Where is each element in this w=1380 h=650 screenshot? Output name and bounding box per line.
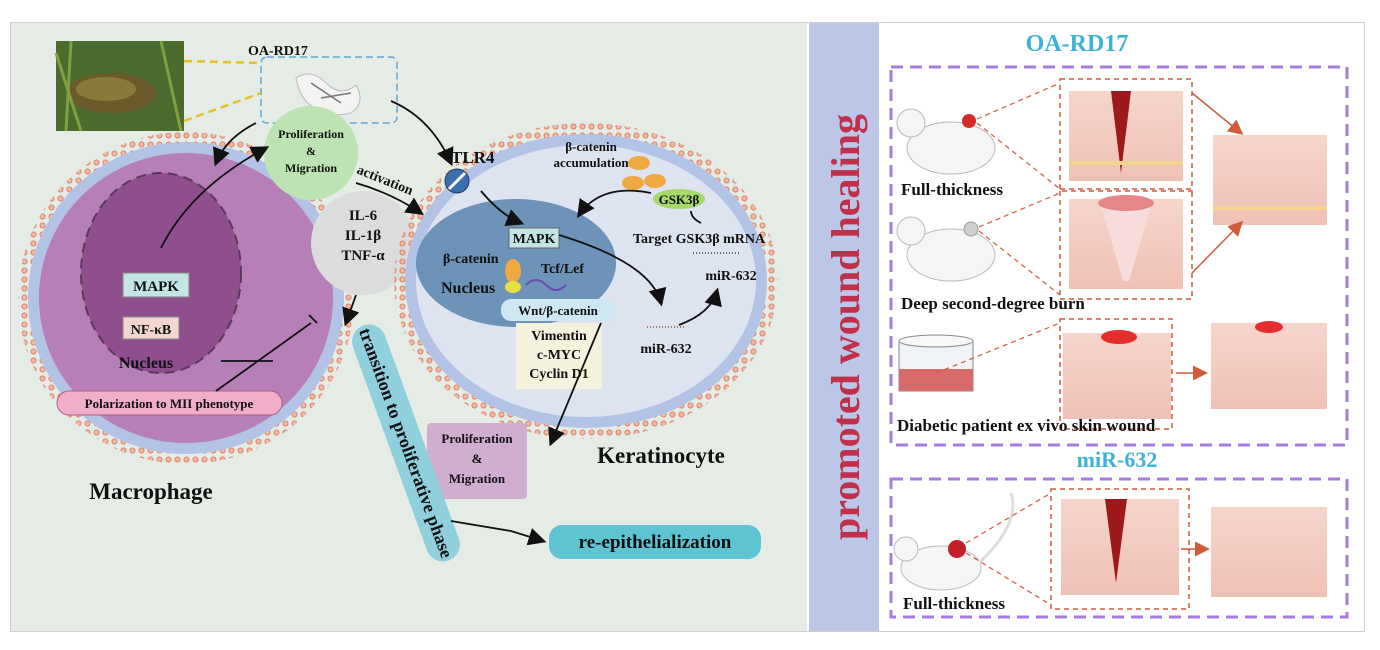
gsk3b-shape <box>653 189 705 209</box>
mir-title: miR-632 <box>1077 447 1158 472</box>
peptide-label: OA-RD17 <box>248 44 308 59</box>
prolif-bottom-line3: Migration <box>449 471 506 486</box>
row3-label: Diabetic patient ex vivo skin wound <box>897 416 1156 435</box>
reepi-label: re-epithelialization <box>579 532 732 553</box>
mir-row-label: Full-thickness <box>903 594 1005 613</box>
wnt-box <box>501 299 615 321</box>
target-mrna-label: Target GSK3β mRNA <box>633 232 766 247</box>
mouse-icon-1 <box>896 108 996 175</box>
prolif-bottom-line2: & <box>472 451 483 466</box>
target-3: Cyclin D1 <box>529 367 589 382</box>
macrophage-nfkb: NF-κB <box>131 323 171 338</box>
proliferation-bottom-box <box>427 423 527 499</box>
oa-title: OA-RD17 <box>1026 31 1129 57</box>
tcflef-label: Tcf/Lef <box>541 262 584 277</box>
bcatenin-dots-icon <box>622 156 666 190</box>
tlr4-label: TLR4 <box>451 148 495 167</box>
gsk3b-label: GSK3β <box>659 192 700 207</box>
skin-block-wound-4 <box>1061 499 1179 595</box>
cytokine-2: IL-1β <box>345 228 381 244</box>
mouse-icon-2 <box>896 216 996 282</box>
skin-block-wound-1 <box>1069 91 1183 181</box>
macrophage-mapk-box <box>122 272 190 298</box>
frog-photo <box>54 40 184 132</box>
mir-bottom-label: miR-632 <box>640 342 691 357</box>
cytokine-circle <box>311 191 415 295</box>
petri-dish-icon <box>898 334 974 392</box>
mir-dashed-box <box>889 477 1349 619</box>
skin-block-healed-1 <box>1213 135 1327 225</box>
polarization-label: Polarization to MII phenotype <box>85 396 254 411</box>
macrophage-label: Macrophage <box>89 479 213 504</box>
mouse-icon-3 <box>893 492 1015 591</box>
bcat-accum-line1: β-catenin <box>565 139 617 154</box>
prolif-bottom-line1: Proliferation <box>441 431 513 446</box>
proliferation-top-circle <box>264 106 358 200</box>
tlr4-receptor-icon <box>444 168 470 194</box>
cytokine-1: IL-6 <box>349 208 378 224</box>
skin-block-healed-4 <box>1211 507 1327 597</box>
target-2: c-MYC <box>537 348 581 363</box>
pathway-arrows <box>160 100 722 546</box>
wnt-label: Wnt/β-catenin <box>518 303 599 318</box>
figure-frame: OA-RD17 MAPK NF-κB Nucleus Polarization … <box>10 22 1365 632</box>
reepi-box <box>549 525 761 559</box>
center-label: promoted wound healing <box>823 114 868 540</box>
keratinocyte-nucleus-label: Nucleus <box>441 280 495 297</box>
row1-label: Full-thickness <box>901 180 1003 199</box>
macrophage-cell <box>18 132 354 464</box>
polarization-box <box>56 390 283 416</box>
tcf-complex-icon <box>505 259 567 293</box>
prolif-top-line3: Migration <box>285 161 337 175</box>
skin-block-wound-3 <box>1063 330 1171 419</box>
bcatenin-label: β-catenin <box>443 252 499 267</box>
row2-label: Deep second-degree burn <box>901 294 1085 313</box>
keratinocyte-label: Keratinocyte <box>597 443 725 468</box>
prolif-top-line2: & <box>306 144 316 158</box>
mir-top-label: miR-632 <box>705 269 756 284</box>
bcat-accum-line2: accumulation <box>553 155 629 170</box>
cytokine-3: TNF-α <box>341 248 385 264</box>
macrophage-nfkb-box <box>122 316 180 340</box>
skin-block-wound-2 <box>1069 195 1183 289</box>
keratinocyte-mapk-box <box>508 227 560 249</box>
center-bar <box>809 23 879 631</box>
keratinocyte-mapk: MAPK <box>513 232 556 247</box>
figure-canvas: OA-RD17 MAPK NF-κB Nucleus Polarization … <box>11 23 1349 631</box>
macrophage-nucleus-label: Nucleus <box>119 355 173 372</box>
prolif-top-line1: Proliferation <box>278 127 344 141</box>
target-1: Vimentin <box>531 329 587 344</box>
oa-dashed-box <box>889 65 1349 447</box>
skin-block-healed-3 <box>1211 321 1327 409</box>
macrophage-mapk: MAPK <box>133 279 179 295</box>
